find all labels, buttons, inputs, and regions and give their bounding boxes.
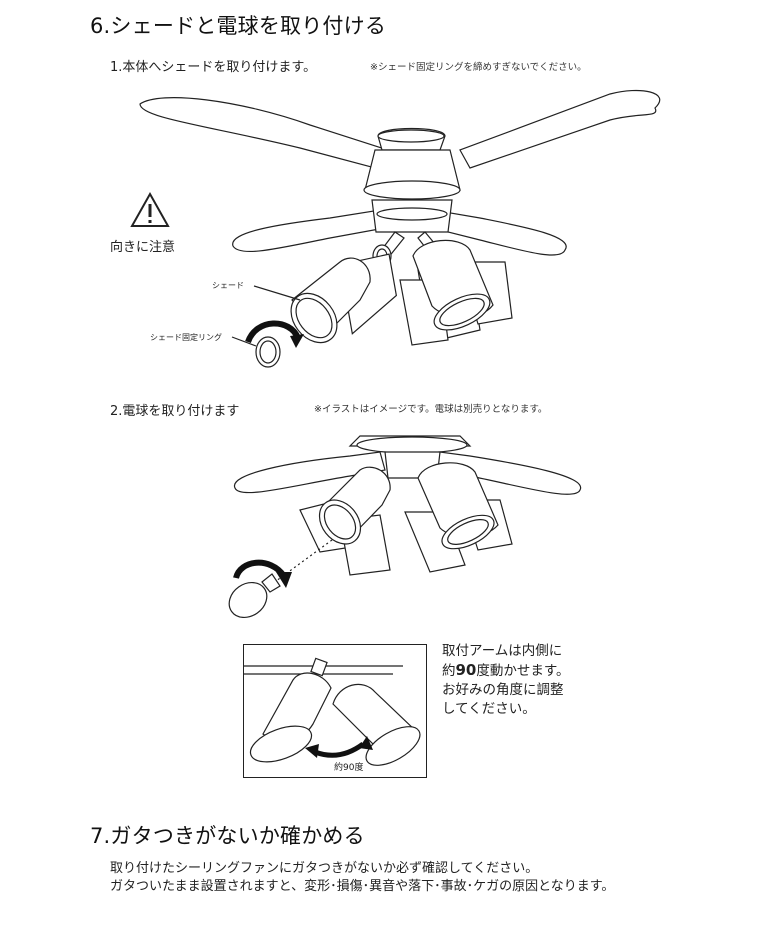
angle-label: 約90度	[334, 763, 364, 773]
arm-text-line4: してください。	[442, 701, 536, 717]
section-7-line1: 取り付けたシーリングファンにガタつきがないか必ず確認してください。	[110, 861, 539, 876]
warning-text: 向きに注意	[110, 240, 176, 255]
shade-label: シェード	[212, 281, 244, 290]
section-7-title: 7.ガタつきがないか確かめる	[90, 824, 365, 848]
arm-text-angle-number: 90	[455, 661, 477, 679]
warning-icon	[130, 191, 170, 227]
fan-illustration-step1	[139, 89, 661, 368]
step-1-label: 1.本体へシェードを取り付けます。	[110, 60, 317, 75]
fan-illustration-step2	[228, 435, 582, 619]
arm-text-line2: 約90度動かせます。	[442, 661, 570, 679]
step-2-label: 2.電球を取り付けます	[110, 404, 240, 419]
arm-adjust-text: 取付アームは内側に 約90度動かせます。 お好みの角度に調整 してください。	[442, 642, 570, 719]
arm-text-line1: 取付アームは内側に	[442, 643, 563, 659]
arm-text-line3: お好みの角度に調整	[442, 682, 564, 698]
ring-label: シェード固定リング	[150, 333, 222, 342]
arm-angle-inset	[243, 644, 427, 778]
section-7-line2: ガタついたまま設置されますと、変形･損傷･異音や落下･事故･ケガの原因となります…	[110, 879, 615, 894]
step-2-note: ※イラストはイメージです。電球は別売りとなります。	[314, 404, 548, 415]
section-6-title: 6.シェードと電球を取り付ける	[90, 14, 387, 38]
step-1-note: ※シェード固定リングを締めすぎないでください。	[370, 62, 587, 73]
inset-illustration	[243, 657, 421, 766]
